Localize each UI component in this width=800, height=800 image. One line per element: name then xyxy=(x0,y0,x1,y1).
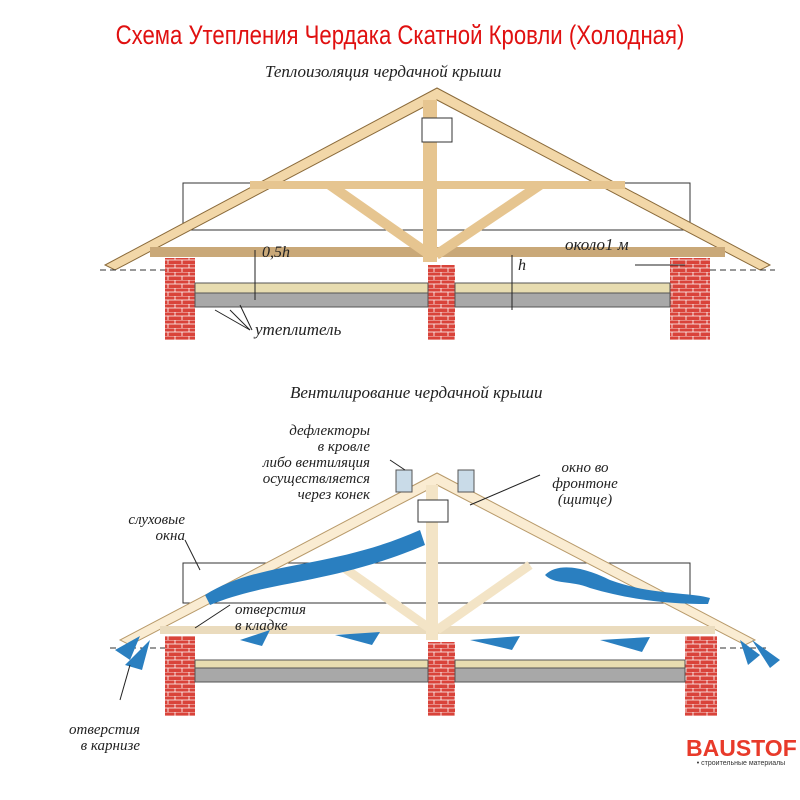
baustof-logo: BAUSTOF • строительные материалы xyxy=(686,735,797,767)
top-roof-diagram xyxy=(100,87,775,340)
gable-window xyxy=(417,499,449,523)
center-brick-wall xyxy=(428,265,455,340)
label-insulation: утеплитель xyxy=(255,320,342,339)
bottom-roof-diagram xyxy=(110,459,780,716)
top-diagram-subtitle: Теплоизоляция чердачной крыши xyxy=(265,62,502,81)
label-about-1m: около1 м xyxy=(565,235,629,254)
label-eave-holes: отверстия в карнизе xyxy=(69,722,140,754)
label-h: h xyxy=(518,257,526,274)
right-brick-wall xyxy=(670,258,710,340)
label-deflectors: дефлекторы в кровле либо вентиляция осущ… xyxy=(262,423,370,503)
label-masonry-holes: отверстия в кладке xyxy=(235,602,306,634)
airflow-arrows xyxy=(115,530,780,670)
rafters xyxy=(103,87,772,271)
insulation-left xyxy=(194,292,429,308)
bottom-diagram-subtitle: Вентилирование чердачной крыши xyxy=(290,383,543,402)
insulation-right xyxy=(454,292,671,308)
label-half-h: 0,5h xyxy=(262,244,290,261)
deflector-left xyxy=(395,469,413,493)
left-brick-wall xyxy=(165,258,195,340)
page-title: Схема Утепления Чердака Скатной Кровли (… xyxy=(115,20,685,50)
deflector-right xyxy=(457,469,475,493)
label-dormer-windows: слуховые окна xyxy=(128,512,185,544)
label-gable-window: окно во фронтоне (щитце) xyxy=(552,460,618,508)
